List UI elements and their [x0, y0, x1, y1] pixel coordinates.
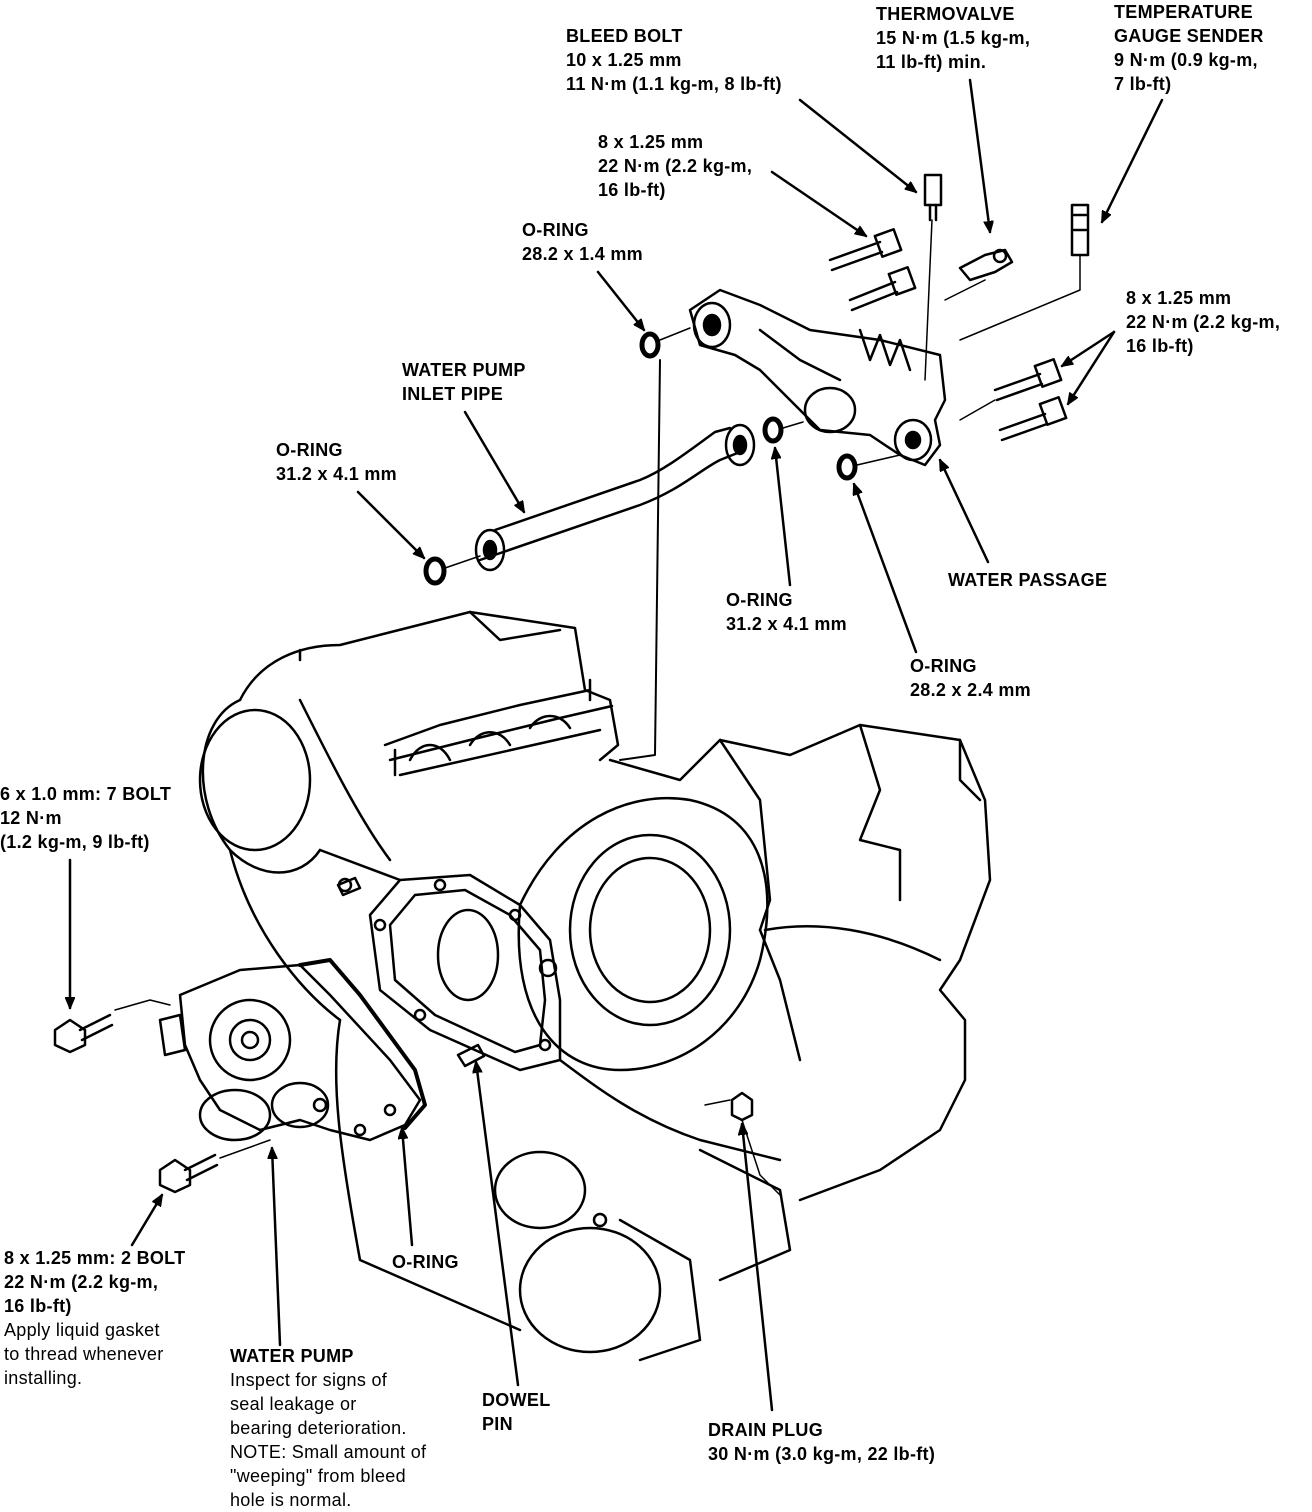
label-line: 11 N·m (1.1 kg-m, 8 lb-ft)	[566, 74, 782, 94]
label-line: 31.2 x 4.1 mm	[726, 614, 847, 634]
water-passage-housing	[688, 288, 947, 467]
o-ring-mid-label: O-RING 31.2 x 4.1 mm	[726, 588, 847, 636]
water-passage-label: WATER PASSAGE	[948, 568, 1107, 592]
label-line: seal leakage or	[230, 1394, 357, 1414]
label-line: O-RING	[392, 1252, 459, 1272]
label-line: 15 N·m (1.5 kg-m,	[876, 28, 1031, 48]
label-line: 8 x 1.25 mm	[1126, 288, 1232, 308]
thermovalve-label: THERMOVALVE 15 N·m (1.5 kg-m, 11 lb-ft) …	[876, 2, 1030, 74]
label-line: (1.2 kg-m, 9 lb-ft)	[0, 832, 150, 852]
label-line: 30 N·m (3.0 kg-m, 22 lb-ft)	[708, 1444, 936, 1464]
label-line: 10 x 1.25 mm	[566, 50, 682, 70]
o-ring-top-label: O-RING 28.2 x 1.4 mm	[522, 218, 643, 266]
label-line: 28.2 x 1.4 mm	[522, 244, 643, 264]
label-line: 9 N·m (0.9 kg-m,	[1114, 50, 1258, 70]
temperature-gauge-sender-label: TEMPERATURE GAUGE SENDER 9 N·m (0.9 kg-m…	[1114, 0, 1264, 96]
inlet-pipe-part	[474, 423, 756, 572]
bolt-2-label: 8 x 1.25 mm: 2 BOLT 22 N·m (2.2 kg-m, 16…	[4, 1246, 185, 1390]
dowel-pin-label: DOWEL PIN	[482, 1388, 551, 1436]
label-line: installing.	[4, 1368, 83, 1388]
label-line: "weeping" from bleed	[230, 1466, 406, 1486]
label-line: GAUGE SENDER	[1114, 26, 1264, 46]
label-line: 31.2 x 4.1 mm	[276, 464, 397, 484]
label-line: 8 x 1.25 mm: 2 BOLT	[4, 1248, 186, 1268]
label-line: WATER PUMP	[230, 1346, 354, 1366]
label-line: 28.2 x 2.4 mm	[910, 680, 1031, 700]
label-line: 8 x 1.25 mm	[598, 132, 704, 152]
label-line: 12 N·m	[0, 808, 62, 828]
bolt-8-top-label: 8 x 1.25 mm 22 N·m (2.2 kg-m, 16 lb-ft)	[598, 130, 752, 202]
label-line: O-RING	[522, 220, 589, 240]
label-line: 6 x 1.0 mm: 7 BOLT	[0, 784, 172, 804]
label-line: BLEED BOLT	[566, 26, 683, 46]
label-line: to thread whenever	[4, 1344, 164, 1364]
label-line: hole is normal.	[230, 1490, 352, 1510]
label-line: 16 lb-ft)	[1126, 336, 1194, 356]
bleed-bolt-label: BLEED BOLT 10 x 1.25 mm 11 N·m (1.1 kg-m…	[566, 24, 782, 96]
o-ring-pump-label: O-RING	[392, 1250, 459, 1274]
leader-arrows	[70, 78, 1164, 1412]
label-line: 22 N·m (2.2 kg-m,	[1126, 312, 1281, 332]
o-rings	[423, 331, 858, 586]
label-line: INLET PIPE	[402, 384, 504, 404]
label-line: WATER PASSAGE	[948, 570, 1108, 590]
bolt-8-right-label: 8 x 1.25 mm 22 N·m (2.2 kg-m, 16 lb-ft)	[1126, 286, 1280, 358]
water-pump-inlet-pipe-label: WATER PUMP INLET PIPE	[402, 358, 526, 406]
bolts-and-fittings	[53, 173, 1090, 1194]
label-line: NOTE: Small amount of	[230, 1442, 427, 1462]
label-line: 11 lb-ft) min.	[876, 52, 987, 72]
label-line: O-RING	[276, 440, 343, 460]
water-pump-label: WATER PUMP Inspect for signs of seal lea…	[230, 1344, 426, 1512]
label-line: PIN	[482, 1414, 513, 1434]
label-line: bearing deterioration.	[230, 1418, 407, 1438]
label-line: 16 lb-ft)	[4, 1296, 72, 1316]
engine-block	[198, 359, 992, 1362]
label-line: 16 lb-ft)	[598, 180, 666, 200]
label-line: O-RING	[910, 656, 977, 676]
label-line: THERMOVALVE	[876, 4, 1015, 24]
o-ring-left-label: O-RING 31.2 x 4.1 mm	[276, 438, 397, 486]
assembly-lines	[114, 219, 1081, 1196]
label-line: O-RING	[726, 590, 793, 610]
water-pump-part	[158, 958, 427, 1142]
label-line: TEMPERATURE	[1114, 2, 1253, 22]
o-ring-right-label: O-RING 28.2 x 2.4 mm	[910, 654, 1031, 702]
label-line: DOWEL	[482, 1390, 551, 1410]
label-line: Apply liquid gasket	[4, 1320, 160, 1340]
drain-plug-label: DRAIN PLUG 30 N·m (3.0 kg-m, 22 lb-ft)	[708, 1418, 935, 1466]
pump-mount-face	[368, 873, 562, 1072]
bolt-6-label: 6 x 1.0 mm: 7 BOLT 12 N·m (1.2 kg-m, 9 l…	[0, 782, 171, 854]
label-line: 22 N·m (2.2 kg-m,	[598, 156, 753, 176]
label-line: 22 N·m (2.2 kg-m,	[4, 1272, 159, 1292]
label-line: Inspect for signs of	[230, 1370, 388, 1390]
label-line: DRAIN PLUG	[708, 1420, 823, 1440]
label-line: WATER PUMP	[402, 360, 526, 380]
label-line: 7 lb-ft)	[1114, 74, 1172, 94]
